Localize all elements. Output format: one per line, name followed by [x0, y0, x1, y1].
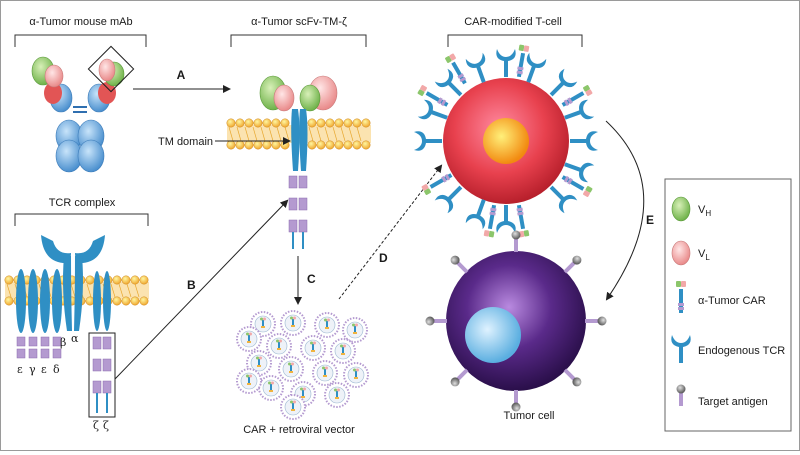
step-e-label: E — [646, 213, 654, 227]
cd3-delta-label: δ — [53, 363, 60, 376]
mab-title: α-Tumor mouse mAb — [29, 16, 132, 28]
scfv-title: α-Tumor scFv-TM-ζ — [251, 16, 347, 28]
tcr-beta-label: β — [60, 336, 66, 349]
tumor-cell-nucleus — [465, 307, 521, 363]
vh-icon — [671, 196, 691, 222]
legend-vl: VL — [698, 248, 710, 262]
scfv-panel: α-Tumor scFv-TM-ζ TM domain — [158, 16, 371, 249]
car-t-cell-panel: CAR-modified T-cell — [414, 16, 598, 238]
tcr-title: TCR complex — [49, 197, 116, 209]
vector-label: CAR + retroviral vector — [243, 424, 355, 436]
arrow-d — [338, 164, 443, 300]
car-t-title: CAR-modified T-cell — [464, 16, 562, 28]
cd3-epsilon-label-2: ε — [41, 363, 47, 376]
tumor-cell-panel: Tumor cell — [425, 230, 607, 422]
legend-antigen: Target antigen — [698, 396, 768, 408]
zeta-label-2: ζ — [103, 419, 109, 432]
tm-domain-label: TM domain — [158, 136, 213, 148]
cd3-gamma-label: γ — [29, 363, 36, 376]
zeta-label-1: ζ — [93, 419, 99, 432]
legend-tcr: Endogenous TCR — [698, 345, 785, 357]
cd3-epsilon-label-1: ε — [17, 363, 23, 376]
step-c-label: C — [307, 272, 316, 286]
t-cell-nucleus — [483, 118, 529, 164]
legend-vh: VH — [698, 204, 711, 218]
step-a-label: A — [177, 68, 186, 82]
tcr-alpha-label: α — [71, 332, 79, 345]
legend: VH VL α-Tumor CAR Endogenous TCR Target … — [664, 178, 792, 432]
tumor-cell-label: Tumor cell — [504, 410, 555, 422]
step-d-label: D — [379, 251, 388, 265]
arrow-e — [605, 120, 645, 301]
vl-icon — [671, 240, 691, 266]
step-b-label: B — [187, 278, 196, 292]
mab-panel: α-Tumor mouse mAb — [14, 16, 147, 173]
tcr-complex-panel: TCR complex — [4, 197, 149, 432]
legend-car: α-Tumor CAR — [698, 295, 766, 307]
retroviral-vectors — [236, 310, 369, 420]
arrow-b — [114, 199, 289, 380]
